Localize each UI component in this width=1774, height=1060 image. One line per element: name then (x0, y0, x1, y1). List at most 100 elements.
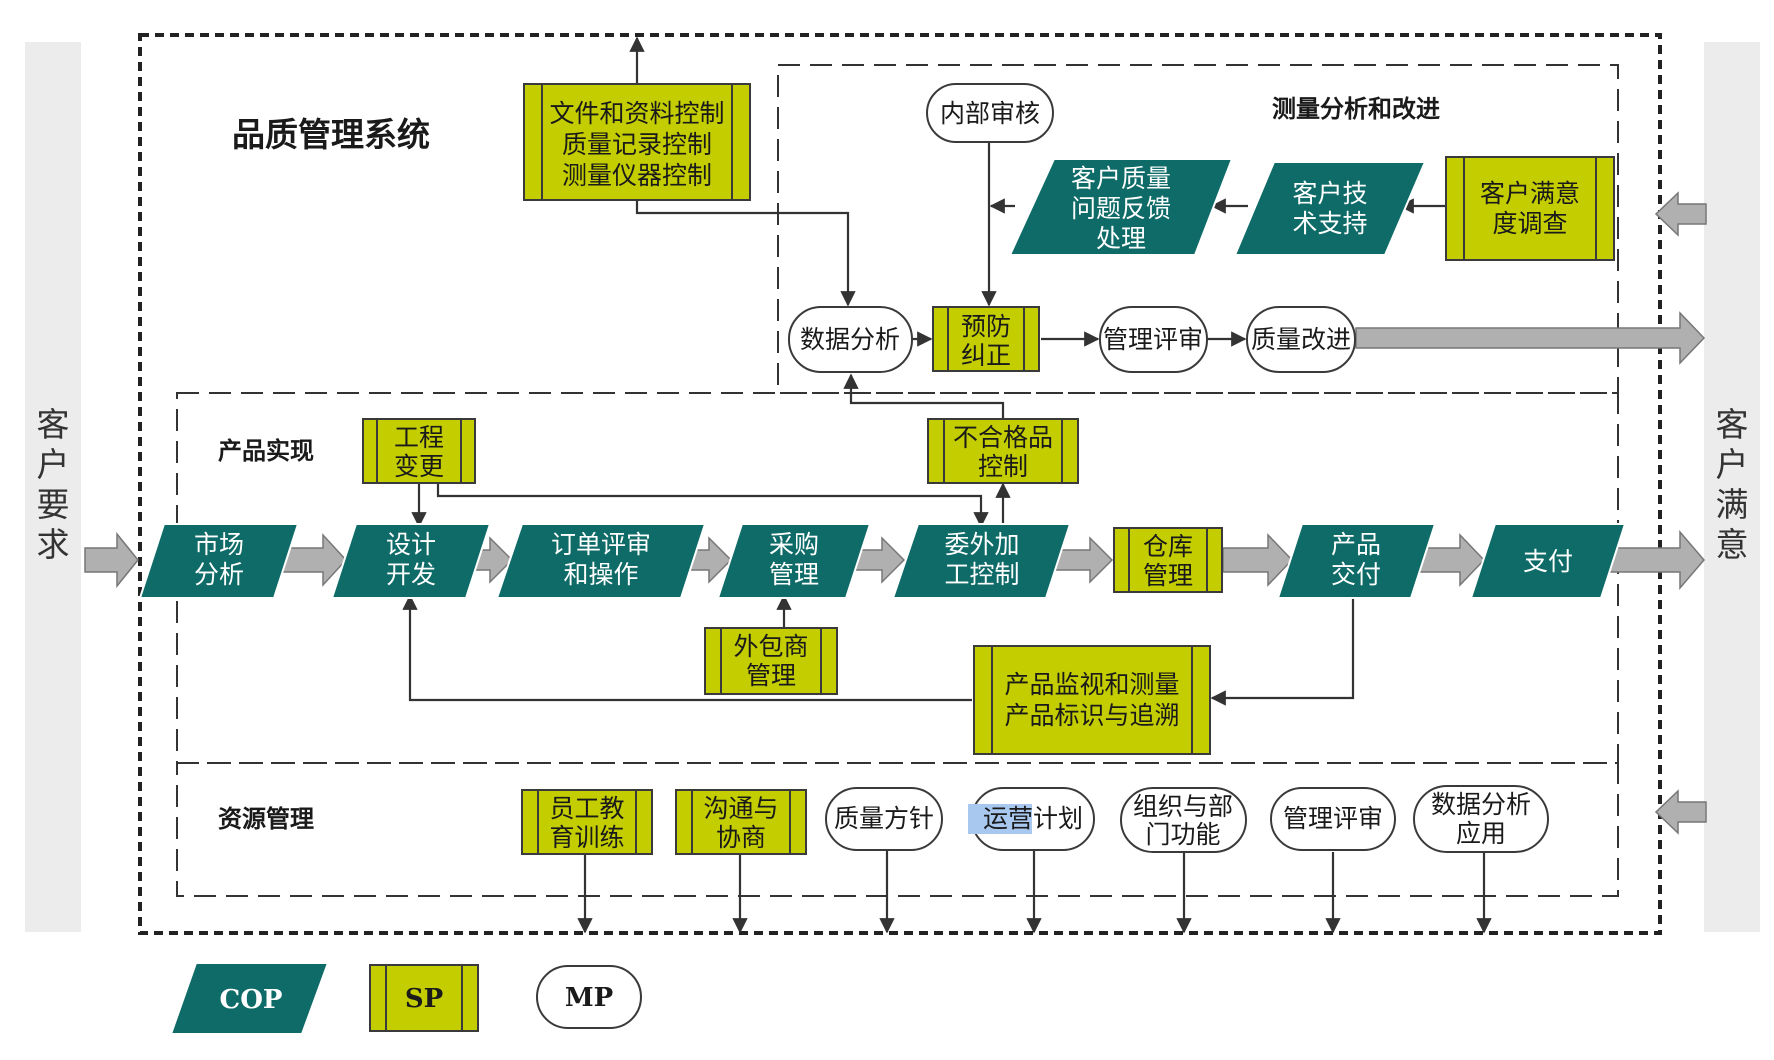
legend-cop: COP (169, 962, 330, 1035)
connector-doc-to-analysis (635, 198, 856, 307)
svg-text:员工教: 员工教 (549, 794, 624, 823)
svg-text:度调查: 度调查 (1492, 209, 1567, 238)
svg-text:应用: 应用 (1456, 819, 1506, 848)
node-doc-control: 文件和资料控制 质量记录控制 测量仪器控制 (523, 83, 751, 201)
svg-text:数据分析: 数据分析 (1431, 790, 1531, 819)
right-side-band (1704, 42, 1760, 932)
connector-monitor-to-design (402, 594, 972, 702)
node-order: 订单评审 和操作 (495, 523, 707, 599)
flow-arrow-5 (1054, 536, 1114, 584)
node-payment: 支付 (1469, 523, 1627, 599)
flow-arrow-7 (1412, 533, 1486, 587)
node-outsource: 委外加 工控制 (891, 523, 1072, 599)
section-title-resource: 资源管理 (218, 805, 314, 833)
flow-arrow-4 (853, 536, 906, 584)
node-data-app: 数据分析 应用 (1413, 785, 1549, 853)
section-title-measure: 测量分析和改进 (1272, 95, 1440, 123)
node-quality-improve: 质量改进 (1246, 306, 1356, 373)
node-mgmt-review-bottom: 管理评审 (1270, 787, 1396, 851)
svg-text:客户质量: 客户质量 (1071, 164, 1171, 193)
svg-text:工控制: 工控制 (944, 560, 1019, 589)
system-border (138, 33, 1662, 935)
svg-text:外包商: 外包商 (733, 632, 808, 661)
svg-text:客户技: 客户技 (1292, 179, 1367, 208)
left-side-label: 客 户 要 求 (37, 405, 70, 564)
svg-text:开发: 开发 (386, 560, 436, 589)
svg-text:管理: 管理 (1143, 561, 1193, 590)
svg-text:管理评审: 管理评审 (1103, 325, 1203, 354)
svg-text:门功能: 门功能 (1145, 820, 1220, 849)
svg-text:预防: 预防 (961, 312, 1011, 341)
node-customer-feedback: 客户质量 问题反馈 处理 (1008, 158, 1234, 256)
text-highlight (968, 804, 1032, 834)
node-delivery: 产品 交付 (1276, 523, 1437, 599)
svg-text:市场: 市场 (194, 530, 244, 559)
svg-text:文件和资料控制: 文件和资料控制 (549, 99, 724, 128)
satisfaction-output-arrow (1599, 529, 1705, 591)
node-internal-audit: 内部审核 (926, 83, 1054, 143)
svg-text:问题反馈: 问题反馈 (1071, 194, 1171, 223)
feedback-arrow-bottom (1654, 789, 1707, 835)
svg-text:变更: 变更 (394, 452, 444, 481)
svg-text:仓库: 仓库 (1143, 532, 1193, 561)
svg-text:不合格品: 不合格品 (953, 423, 1053, 452)
svg-text:测量仪器控制: 测量仪器控制 (562, 161, 712, 190)
node-mgmt-review-top: 管理评审 (1099, 306, 1208, 373)
svg-text:产品标识与追溯: 产品标识与追溯 (1004, 701, 1179, 730)
svg-text:数据分析: 数据分析 (800, 325, 900, 354)
svg-text:设计: 设计 (386, 530, 436, 559)
system-title: 品质管理系统 (232, 115, 430, 154)
side-right-char-2: 户 (1716, 445, 1749, 484)
connector-nonconform-to-analysis (843, 373, 1005, 420)
node-training: 员工教 育训练 (521, 789, 653, 855)
connector-delivery-to-monitor (1210, 596, 1355, 706)
side-left-char-1: 客 (37, 405, 70, 444)
node-data-analysis: 数据分析 (788, 306, 913, 373)
svg-text:术支持: 术支持 (1292, 209, 1367, 238)
svg-text:质量记录控制: 质量记录控制 (562, 130, 712, 159)
svg-text:控制: 控制 (978, 452, 1028, 481)
svg-text:支付: 支付 (1523, 547, 1573, 576)
svg-text:SP: SP (405, 984, 443, 1014)
node-customer-support: 客户技 术支持 (1233, 161, 1427, 256)
svg-text:质量方针: 质量方针 (834, 804, 934, 833)
improvement-output-arrow (1355, 311, 1706, 365)
svg-text:沟通与: 沟通与 (703, 794, 778, 823)
left-side-band (25, 42, 81, 932)
node-policy: 质量方针 (825, 787, 943, 851)
node-market: 市场 分析 (138, 523, 300, 599)
svg-text:MP: MP (565, 983, 613, 1013)
svg-text:和操作: 和操作 (563, 560, 638, 589)
svg-text:COP: COP (220, 985, 283, 1015)
svg-text:分析: 分析 (194, 560, 244, 589)
svg-text:管理: 管理 (769, 560, 819, 589)
svg-text:工程: 工程 (394, 423, 444, 452)
flow-arrow-6 (1222, 533, 1294, 587)
node-negotiation: 沟通与 协商 (675, 789, 807, 855)
side-left-char-4: 求 (37, 525, 70, 564)
node-prevent-correct: 预防 纠正 (932, 306, 1040, 372)
connector-engchange-to-outsource (436, 482, 989, 528)
feedback-arrow-top (1654, 191, 1707, 237)
svg-text:管理评审: 管理评审 (1283, 804, 1383, 833)
svg-text:纠正: 纠正 (961, 341, 1011, 370)
node-plan: 运营计划 (968, 787, 1095, 851)
flow-arrow-1 (277, 533, 348, 587)
legend-mp: MP (536, 965, 642, 1029)
svg-text:订单评审: 订单评审 (551, 530, 651, 559)
side-left-char-3: 要 (37, 485, 70, 524)
svg-text:产品: 产品 (1331, 530, 1381, 559)
node-org: 组织与部 门功能 (1120, 787, 1247, 853)
svg-text:管理: 管理 (746, 661, 796, 690)
node-nonconform: 不合格品 控制 (927, 418, 1079, 484)
right-side-label: 客 户 满 意 (1716, 405, 1749, 564)
side-left-char-2: 户 (37, 445, 70, 484)
node-eng-change: 工程 变更 (362, 418, 476, 484)
svg-text:客户满意: 客户满意 (1480, 179, 1580, 208)
svg-text:产品监视和测量: 产品监视和测量 (1004, 670, 1179, 699)
svg-text:育训练: 育训练 (549, 823, 624, 852)
svg-text:运营计划: 运营计划 (983, 804, 1083, 833)
svg-text:质量改进: 质量改进 (1251, 325, 1351, 354)
node-design: 设计 开发 (330, 523, 492, 599)
